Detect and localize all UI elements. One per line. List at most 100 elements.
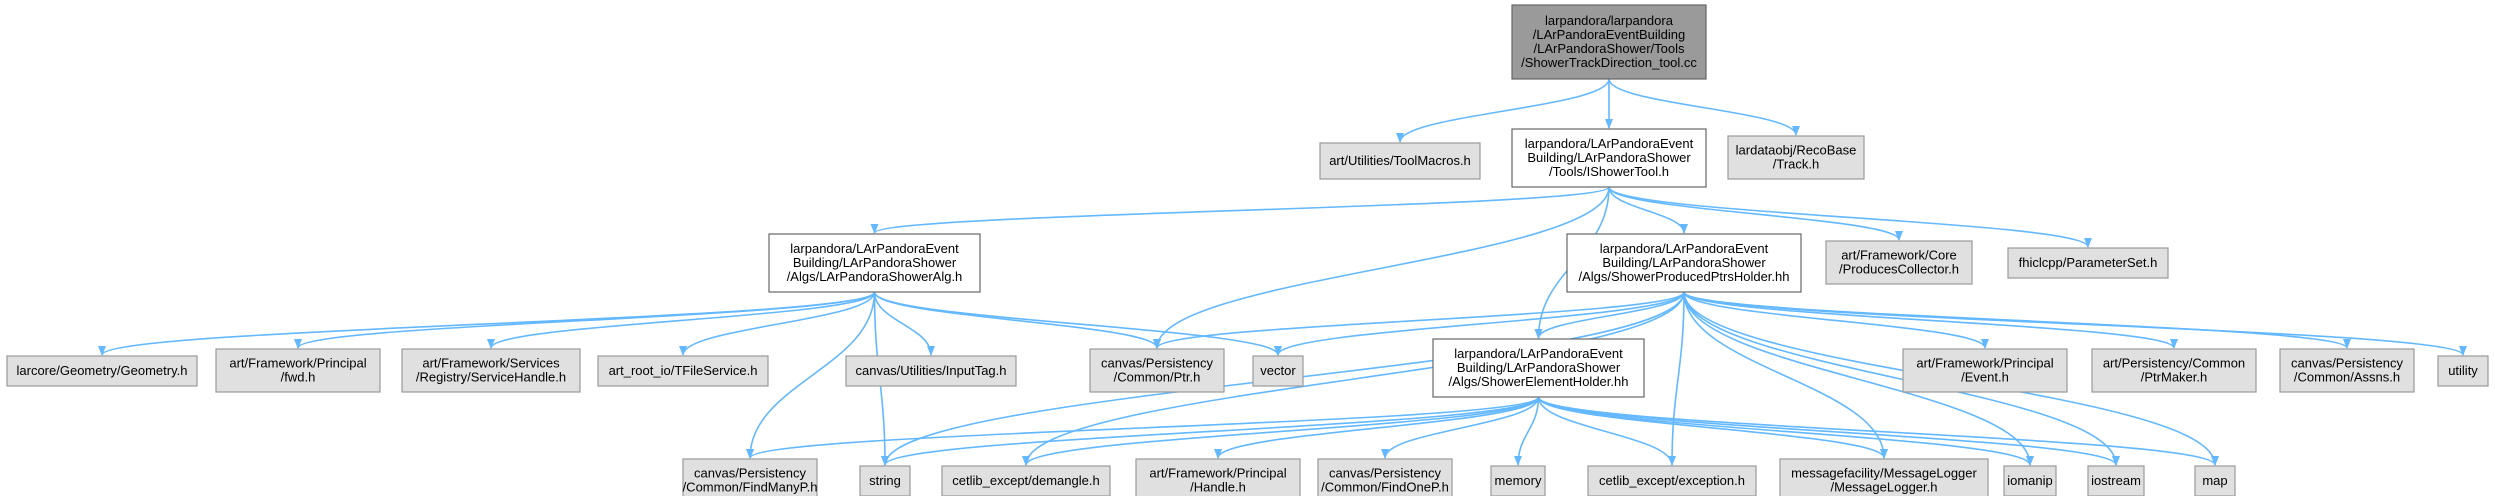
node-label: art/Framework/Principal xyxy=(1149,466,1286,481)
node-geometry[interactable]: larcore/Geometry/Geometry.h xyxy=(6,355,198,387)
node-label: /ProducesCollector.h xyxy=(1839,262,1959,277)
node-elementholder[interactable]: larpandora/LArPandoraEventBuilding/LArPa… xyxy=(1432,338,1645,398)
edge-showeralg-to-tfileservice xyxy=(679,291,876,356)
node-event[interactable]: art/Framework/Principal/Event.h xyxy=(1902,348,2068,393)
node-label: iostream xyxy=(2091,473,2141,488)
edge-ptrsholder-to-ptr xyxy=(1153,291,1685,349)
node-label: /Track.h xyxy=(1773,157,1819,172)
node-vector[interactable]: vector xyxy=(1252,355,1304,387)
node-label: Building/LArPandoraShower xyxy=(1602,255,1766,270)
edge-ptrsholder-to-vector xyxy=(1274,291,1685,356)
node-label: canvas/Utilities/InputTag.h xyxy=(855,363,1006,378)
node-findmanyp[interactable]: canvas/Persistency/Common/FindManyP.h xyxy=(682,458,818,496)
node-label: /Algs/ShowerProducedPtrsHolder.hh xyxy=(1578,269,1789,284)
node-label: Building/LArPandoraShower xyxy=(793,255,957,270)
node-box-memory xyxy=(1490,465,1546,496)
edge-ptrsholder-to-demangle xyxy=(1022,291,1685,466)
node-label: canvas/Persistency xyxy=(1101,356,1213,371)
edge-ishowertool-to-ptr xyxy=(1153,186,1610,349)
node-ptrsholder[interactable]: larpandora/LArPandoraEventBuilding/LArPa… xyxy=(1566,233,1802,293)
node-box-ptrsholder xyxy=(1566,233,1802,293)
node-label: Building/LArPandoraShower xyxy=(1527,150,1691,165)
node-label: /Algs/ShowerElementHolder.hh xyxy=(1449,374,1629,389)
node-assns[interactable]: canvas/Persistency/Common/Assns.h xyxy=(2279,348,2415,393)
node-label: fhiclcpp/ParameterSet.h xyxy=(2019,255,2158,270)
edge-ptrsholder-to-elementholder xyxy=(1534,291,1685,339)
node-fwd[interactable]: art/Framework/Principal/fwd.h xyxy=(215,348,381,393)
node-messagelogger[interactable]: messagefacility/MessageLogger/MessageLog… xyxy=(1779,458,1989,496)
node-label: art/Framework/Principal xyxy=(1916,356,2053,371)
node-ptrmaker[interactable]: art/Persistency/Common/PtrMaker.h xyxy=(2091,348,2257,393)
node-box-showeralg xyxy=(768,233,981,293)
node-map[interactable]: map xyxy=(2194,465,2236,496)
node-label: memory xyxy=(1495,473,1542,488)
node-box-event xyxy=(1902,348,2068,393)
node-string[interactable]: string xyxy=(859,465,911,496)
edge-showeralg-to-geometry xyxy=(98,291,876,356)
edge-elementholder-to-string xyxy=(881,396,1540,466)
node-box-utility xyxy=(2437,355,2489,387)
node-label: larpandora/LArPandoraEvent xyxy=(1454,346,1623,361)
node-toolmacros[interactable]: art/Utilities/ToolMacros.h xyxy=(1319,142,1481,180)
edge-elementholder-to-memory xyxy=(1514,396,1540,466)
node-label: larpandora/LArPandoraEvent xyxy=(790,241,959,256)
node-root: larpandora/larpandora/LArPandoraEventBui… xyxy=(1511,4,1707,80)
edge-root-to-toolmacros xyxy=(1396,78,1610,143)
edge-ishowertool-to-producescollector xyxy=(1608,186,1903,241)
edge-ishowertool-to-ptrsholder xyxy=(1608,186,1688,234)
node-iomanip[interactable]: iomanip xyxy=(2003,465,2057,496)
node-iostream[interactable]: iostream xyxy=(2087,465,2145,496)
node-box-ptrmaker xyxy=(2091,348,2257,393)
edge-ishowertool-to-showeralg xyxy=(870,186,1610,234)
node-ishowertool[interactable]: larpandora/LArPandoraEventBuilding/LArPa… xyxy=(1511,128,1707,188)
node-box-handle xyxy=(1135,458,1301,496)
node-label: art/Persistency/Common xyxy=(2103,356,2245,371)
node-label: larpandora/LArPandoraEvent xyxy=(1525,136,1694,151)
node-label: art/Framework/Principal xyxy=(229,356,366,371)
node-producescollector[interactable]: art/Framework/Core/ProducesCollector.h xyxy=(1825,240,1973,285)
edge-ptrsholder-to-iomanip xyxy=(1683,291,2034,466)
node-box-tfileservice xyxy=(597,355,769,387)
edge-ptrsholder-to-iostream xyxy=(1683,291,2120,466)
node-box-elementholder xyxy=(1432,338,1645,398)
node-label: Building/LArPandoraShower xyxy=(1457,360,1621,375)
edge-ptrsholder-to-utility xyxy=(1683,291,2467,356)
node-servicehandle[interactable]: art/Framework/Services/Registry/ServiceH… xyxy=(401,348,581,393)
node-box-geometry xyxy=(6,355,198,387)
node-exception[interactable]: cetlib_except/exception.h xyxy=(1587,465,1757,496)
edge-showeralg-to-inputtag xyxy=(873,291,935,356)
node-inputtag[interactable]: canvas/Utilities/InputTag.h xyxy=(845,355,1017,387)
node-box-inputtag xyxy=(845,355,1017,387)
node-tfileservice[interactable]: art_root_io/TFileService.h xyxy=(597,355,769,387)
node-label: /Registry/ServiceHandle.h xyxy=(416,370,566,385)
edge-ishowertool-to-parameterset xyxy=(1608,186,2092,248)
edge-showeralg-to-fwd xyxy=(294,291,876,349)
edge-ptrsholder-to-ptrmaker xyxy=(1683,291,2178,349)
node-label: larpandora/LArPandoraEvent xyxy=(1600,241,1769,256)
node-findonep[interactable]: canvas/Persistency/Common/FindOneP.h xyxy=(1317,458,1453,496)
node-label: /PtrMaker.h xyxy=(2141,370,2207,385)
node-label: utility xyxy=(2448,363,2478,378)
edge-ptrsholder-to-assns xyxy=(1683,291,2351,349)
node-box-iostream xyxy=(2087,465,2145,496)
edge-showeralg-to-servicehandle xyxy=(487,291,876,349)
node-box-ishowertool xyxy=(1511,128,1707,188)
node-label: art/Utilities/ToolMacros.h xyxy=(1329,153,1471,168)
node-label: /Common/FindOneP.h xyxy=(1321,480,1449,495)
node-showeralg[interactable]: larpandora/LArPandoraEventBuilding/LArPa… xyxy=(768,233,981,293)
node-box-assns xyxy=(2279,348,2415,393)
edge-elementholder-to-iostream xyxy=(1537,396,2120,466)
edge-elementholder-to-exception xyxy=(1537,396,1676,466)
node-label: canvas/Persistency xyxy=(694,466,806,481)
node-demangle[interactable]: cetlib_except/demangle.h xyxy=(941,465,1111,496)
node-label: map xyxy=(2202,473,2227,488)
node-handle[interactable]: art/Framework/Principal/Handle.h xyxy=(1135,458,1301,496)
node-label: cetlib_except/demangle.h xyxy=(952,473,1099,488)
node-memory[interactable]: memory xyxy=(1490,465,1546,496)
node-label: /LArPandoraShower/Tools xyxy=(1533,41,1685,56)
node-ptr[interactable]: canvas/Persistency/Common/Ptr.h xyxy=(1089,348,1225,393)
node-box-messagelogger xyxy=(1779,458,1989,496)
node-utility[interactable]: utility xyxy=(2437,355,2489,387)
node-parameterset[interactable]: fhiclcpp/ParameterSet.h xyxy=(2007,247,2169,279)
node-track[interactable]: lardataobj/RecoBase/Track.h xyxy=(1727,135,1865,180)
